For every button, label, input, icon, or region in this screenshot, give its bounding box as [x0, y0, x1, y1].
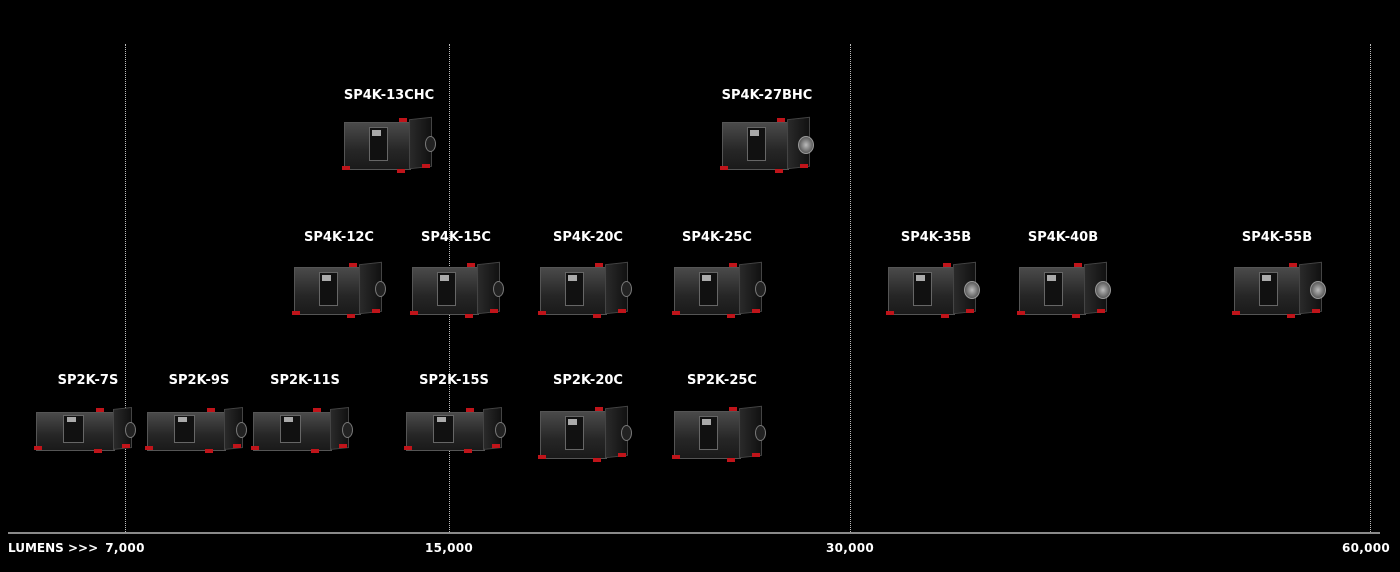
projector-label: SP4K-40B	[1027, 230, 1099, 245]
gridline-30000	[850, 44, 851, 532]
projector-image	[1232, 259, 1326, 318]
projector-label: SP4K-12C	[304, 230, 374, 245]
projector-image	[886, 259, 980, 318]
tick-label: 30,000	[825, 541, 875, 555]
projector-image	[410, 259, 504, 318]
lens-icon	[493, 281, 504, 298]
projector-label: SP2K-20C	[553, 373, 623, 388]
lens-icon	[236, 422, 247, 439]
projector-label: SP2K-7S	[57, 373, 119, 388]
projector-image	[34, 404, 136, 453]
lens-icon	[964, 281, 980, 300]
projector-image	[672, 259, 766, 318]
lens-icon	[495, 422, 506, 439]
lumens-axis	[8, 532, 1380, 534]
projector-label: SP2K-11S	[270, 373, 340, 388]
lens-icon	[621, 425, 632, 442]
projector-label: SP4K-20C	[553, 230, 623, 245]
projector-label: SP4K-55B	[1241, 230, 1313, 245]
projector-label: SP4K-15C	[421, 230, 491, 245]
lens-icon	[1310, 281, 1326, 300]
projector-label: SP4K-35B	[900, 230, 972, 245]
projector-image	[251, 404, 353, 453]
tick-label: 60,000	[1341, 541, 1391, 555]
projector-label: SP2K-25C	[687, 373, 757, 388]
lens-icon	[755, 281, 766, 298]
projector-image	[1017, 259, 1111, 318]
projector-image	[404, 404, 506, 453]
projector-label: SP4K-13CHC	[343, 88, 435, 103]
axis-title: LUMENS >>>	[8, 541, 99, 555]
projector-label: SP2K-15S	[419, 373, 489, 388]
tick-label: 15,000	[424, 541, 474, 555]
gridline-60000	[1370, 44, 1371, 532]
tick-label: 7,000	[105, 541, 145, 555]
lens-icon	[1095, 281, 1111, 300]
projector-image	[538, 403, 632, 462]
lens-icon	[798, 136, 814, 155]
gridline-7000	[125, 44, 126, 532]
lens-icon	[425, 136, 436, 153]
lens-icon	[375, 281, 386, 298]
projector-image	[538, 259, 632, 318]
projector-image	[342, 114, 436, 173]
lens-icon	[125, 422, 136, 439]
projector-image	[720, 114, 814, 173]
projector-image	[145, 404, 247, 453]
lens-icon	[342, 422, 353, 439]
projector-label: SP4K-27BHC	[721, 88, 813, 103]
projector-label: SP2K-9S	[168, 373, 230, 388]
lens-icon	[755, 425, 766, 442]
projector-label: SP4K-25C	[682, 230, 752, 245]
projector-image	[672, 403, 766, 462]
projector-image	[292, 259, 386, 318]
lens-icon	[621, 281, 632, 298]
